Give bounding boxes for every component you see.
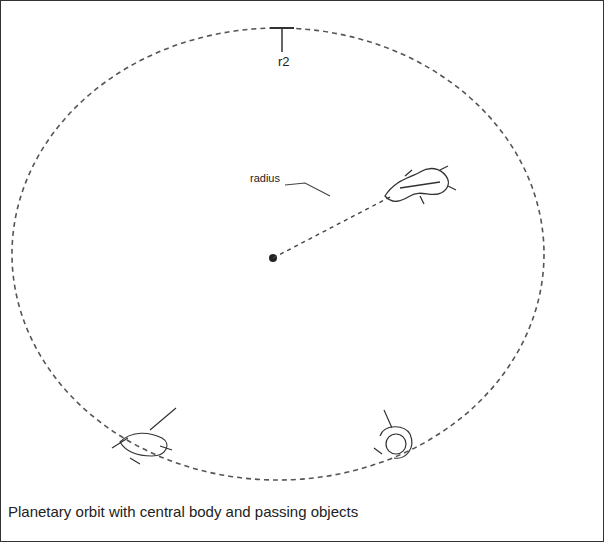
top-mark: [270, 27, 294, 29]
top-tick: [281, 28, 283, 52]
scribble-left: [112, 408, 176, 464]
scribble-right: [374, 410, 412, 458]
scribble-object: [385, 166, 456, 204]
figure-label: r2: [276, 54, 292, 69]
figure-label: radius: [248, 172, 282, 184]
figure-caption: Planetary orbit with central body and pa…: [6, 503, 360, 520]
leader-line: [285, 183, 330, 196]
radius-line: [273, 196, 392, 258]
dashed-orbit: [12, 28, 544, 480]
